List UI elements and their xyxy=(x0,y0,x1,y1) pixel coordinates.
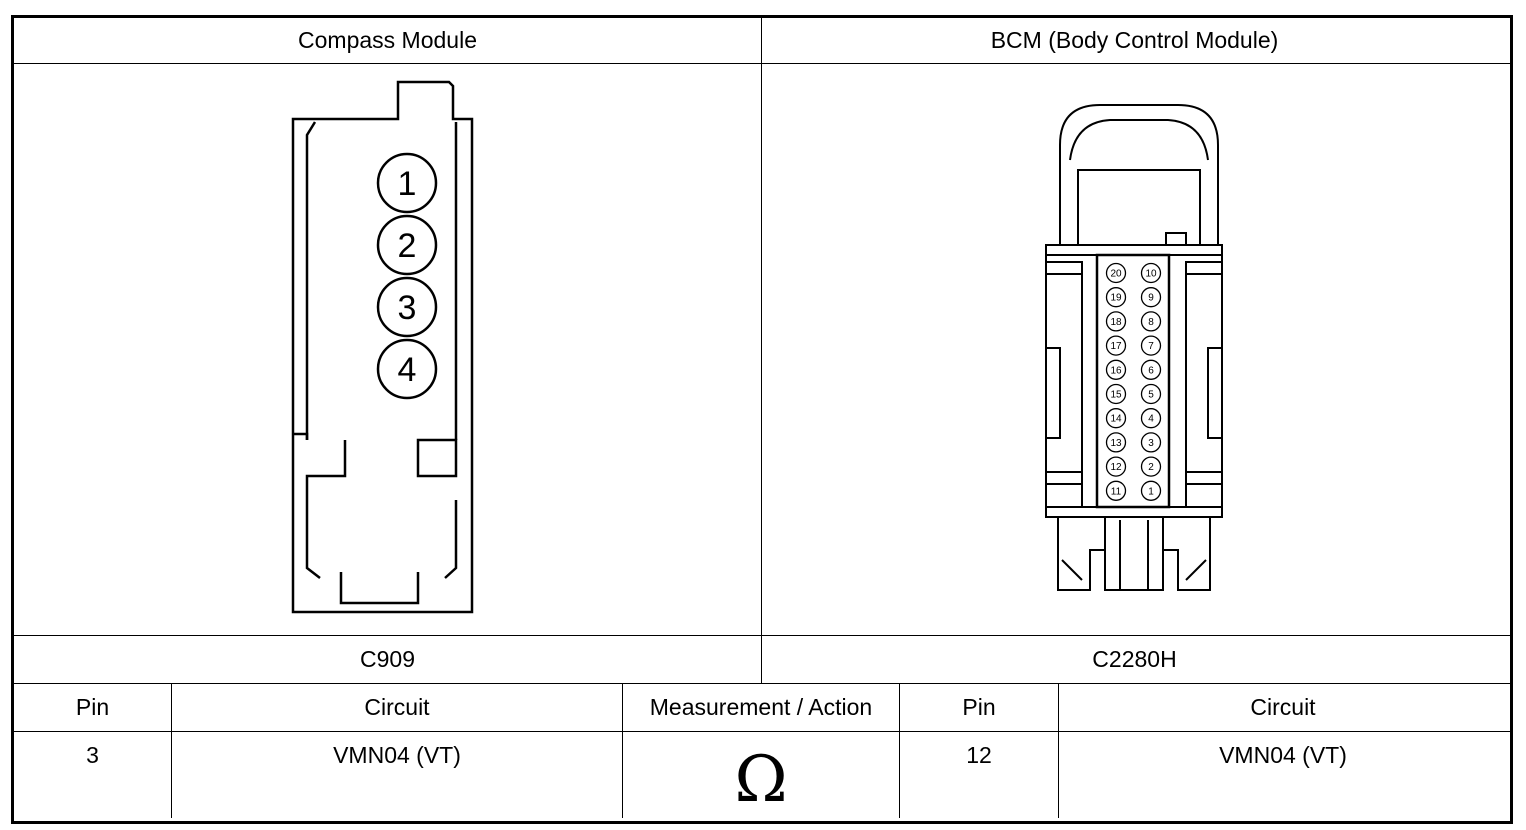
bcm-pin-cavity xyxy=(1140,335,1162,356)
bcm-pin-cavity xyxy=(1140,432,1162,453)
compass-pin-label: 3 xyxy=(398,289,417,327)
compass-module-heading: Compass Module xyxy=(298,27,477,53)
compass-pin-label: 1 xyxy=(398,165,417,203)
divider-col-4 xyxy=(1058,683,1059,818)
divider-col-3 xyxy=(899,683,900,818)
bcm-pin-label: 18 xyxy=(1110,317,1122,328)
header-measurement: Measurement / Action xyxy=(649,694,873,720)
bcm-pin-label: 19 xyxy=(1110,293,1122,304)
bcm-pin-label: 1 xyxy=(1148,486,1154,497)
row-pin-right: 12 xyxy=(966,742,992,768)
bcm-pin-cavity xyxy=(1140,262,1162,284)
row-measurement: Ω xyxy=(623,732,899,818)
row-pin-left: 3 xyxy=(86,742,99,768)
bcm-pin-label: 2 xyxy=(1148,462,1154,473)
divider-col-2 xyxy=(622,683,623,818)
compass-connector-id: C909 xyxy=(360,646,415,672)
compass-pins xyxy=(376,152,438,400)
bcm-module-heading: BCM (Body Control Module) xyxy=(990,27,1279,53)
bcm-pin-cavity xyxy=(1140,287,1162,308)
compass-pin-1 xyxy=(376,152,438,214)
divider-table-header xyxy=(11,731,1510,732)
compass-pin-3 xyxy=(376,276,438,338)
bcm-pin-cavity xyxy=(1140,456,1162,477)
bcm-pin-label: 6 xyxy=(1148,365,1154,376)
divider-header xyxy=(11,63,1510,64)
bcm-pin-label: 11 xyxy=(1111,486,1122,497)
bcm-pin-cavity xyxy=(1140,408,1162,429)
bcm-pin-cavity xyxy=(1105,383,1127,405)
header-circuit-right: Circuit xyxy=(1250,694,1316,720)
row-circuit-left: VMN04 (VT) xyxy=(333,742,461,768)
bcm-pin-cavity xyxy=(1140,359,1162,380)
header-pin-right: Pin xyxy=(962,694,996,720)
bcm-pin-cavity xyxy=(1105,262,1127,284)
bcm-pin-label: 7 xyxy=(1148,341,1154,352)
bcm-pin-cavity xyxy=(1140,311,1162,332)
pinout-table-frame xyxy=(11,15,1513,824)
bcm-pin-label: 5 xyxy=(1148,390,1154,401)
bcm-pin-cavity xyxy=(1105,287,1127,308)
bcm-pin-label: 13 xyxy=(1110,438,1122,449)
divider-connector-ids xyxy=(11,683,1510,684)
divider-col-1 xyxy=(171,683,172,818)
bcm-pin-label: 9 xyxy=(1148,293,1154,304)
bcm-pin-cavity xyxy=(1105,359,1127,380)
bcm-pin-cavity xyxy=(1105,335,1127,356)
bcm-connector-id: C2280H xyxy=(1092,646,1177,672)
header-circuit-left: Circuit xyxy=(364,694,430,720)
bcm-pin-cavity xyxy=(1105,456,1127,477)
compass-pin-label: 4 xyxy=(398,351,417,389)
bcm-pin-label: 20 xyxy=(1110,269,1122,280)
row-circuit-right: VMN04 (VT) xyxy=(1219,742,1347,768)
bcm-pin-label: 15 xyxy=(1110,390,1122,401)
bcm-pin-label: 12 xyxy=(1110,462,1122,473)
bcm-pin-label: 10 xyxy=(1145,269,1157,280)
bcm-pin-cavity xyxy=(1105,408,1127,429)
header-pin-left: Pin xyxy=(75,694,110,720)
ohm-icon: Ω xyxy=(734,743,788,817)
bcm-pin-cavity xyxy=(1105,311,1127,332)
bcm-pin-cavity xyxy=(1140,480,1162,501)
bcm-pin-cavity xyxy=(1105,480,1127,501)
bcm-pin-cavity xyxy=(1140,383,1162,405)
bcm-pin-label: 8 xyxy=(1148,317,1154,328)
bcm-pin-label: 14 xyxy=(1110,414,1122,425)
divider-modules xyxy=(761,15,762,684)
divider-diagram xyxy=(11,635,1510,636)
bcm-pin-cavity xyxy=(1105,432,1127,453)
compass-pin-4 xyxy=(376,338,438,400)
bcm-pin-label: 16 xyxy=(1110,365,1122,376)
bcm-pin-label: 17 xyxy=(1110,341,1122,352)
bcm-pin-label: 3 xyxy=(1148,438,1154,449)
bcm-pin-label: 4 xyxy=(1148,414,1154,425)
compass-pin-label: 2 xyxy=(398,227,417,265)
compass-pin-2 xyxy=(376,214,438,276)
